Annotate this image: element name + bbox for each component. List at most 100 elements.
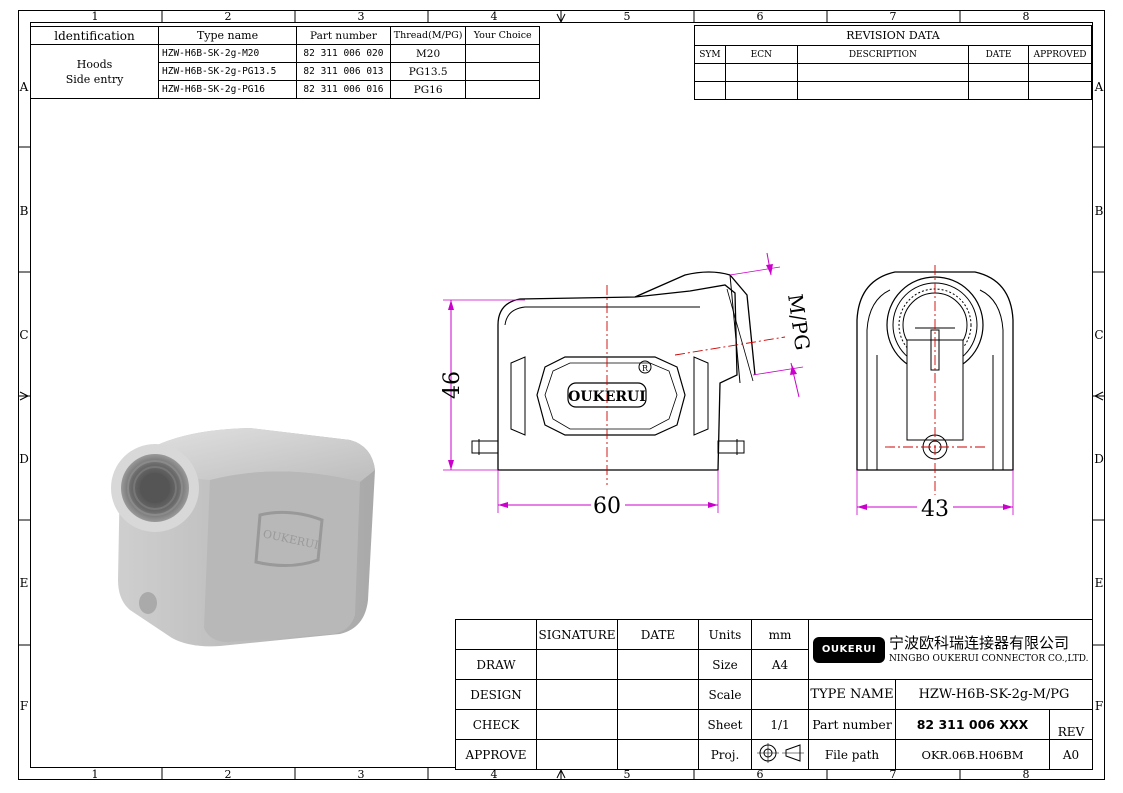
revision-cell — [694, 63, 726, 82]
type-name-value: HZW-H6B-SK-2g-M/PG — [895, 679, 1093, 710]
col-number-5-bottom: 5 — [623, 768, 631, 781]
thread-cell: PG13.5 — [389, 62, 467, 81]
row-letter-e-right: E — [1094, 576, 1104, 590]
signature-header: SIGNATURE — [536, 619, 618, 650]
col-number-3-bottom: 3 — [357, 768, 365, 781]
part-number-value: 82 311 006 XXX — [895, 709, 1050, 740]
signature-cell[interactable] — [536, 679, 618, 710]
col-number-4: 4 — [490, 10, 498, 23]
revision-header-ecn: ECN — [724, 45, 798, 64]
company-name-en: NINGBO OUKERUI CONNECTOR CO.,LTD. — [889, 653, 1089, 664]
revision-cell — [694, 81, 726, 100]
col-number-6-bottom: 6 — [756, 768, 764, 781]
thread-label: M/PG — [783, 292, 815, 351]
signature-cell[interactable] — [536, 649, 618, 680]
header-thread: Thread(M/PG) — [389, 26, 467, 45]
registered-mark: R — [642, 364, 649, 373]
col-number-8-bottom: 8 — [1022, 768, 1030, 781]
col-number-3: 3 — [357, 10, 365, 23]
col-number-4-bottom: 4 — [490, 768, 498, 781]
company-logo-text: OUKERUI — [821, 644, 877, 655]
col-number-7: 7 — [889, 10, 897, 23]
sheet-label: Sheet — [698, 709, 752, 740]
revision-cell — [796, 63, 969, 82]
role-approve: APPROVE — [455, 739, 537, 770]
dimension-width-side-label: 43 — [921, 497, 949, 522]
projection-symbol-icon — [757, 743, 804, 763]
hood-3d-render: OUKERUI — [111, 428, 375, 647]
role-check: CHECK — [455, 709, 537, 740]
type-name-cell: HZW-H6B-SK-2g-M20 — [157, 44, 298, 63]
front-view: OUKERUI R 46 60 M/PG — [440, 252, 815, 519]
scale-label: Scale — [698, 679, 752, 710]
company-logo: OUKERUI — [813, 636, 885, 663]
your-choice-cell[interactable] — [465, 62, 540, 81]
row-letter-f: F — [19, 699, 29, 713]
row-letter-f-right: F — [1094, 699, 1104, 713]
revision-cell — [967, 63, 1030, 82]
header-type-name: Type name — [157, 26, 298, 45]
col-number-1: 1 — [91, 10, 99, 23]
row-letter-b: B — [19, 204, 29, 218]
row-letter-a: A — [19, 80, 29, 94]
revision-cell — [967, 81, 1030, 100]
row-letter-b-right: B — [1094, 204, 1104, 218]
revision-cell — [796, 81, 969, 100]
date-cell[interactable] — [617, 709, 699, 740]
part-number-cell: 82 311 006 016 — [296, 80, 391, 99]
row-letter-a-right: A — [1094, 80, 1104, 94]
units-label: Units — [698, 619, 752, 650]
signature-cell[interactable] — [536, 709, 618, 740]
revision-cell — [724, 63, 798, 82]
your-choice-cell[interactable] — [465, 80, 540, 99]
file-path-label: File path — [808, 739, 896, 770]
title-block-corner — [455, 619, 537, 650]
file-path-value: OKR.06B.H06BM — [895, 739, 1050, 770]
sheet-value: 1/1 — [751, 709, 809, 740]
dimension-width-front-label: 60 — [593, 494, 621, 519]
revision-header-description: DESCRIPTION — [796, 45, 969, 64]
projection-symbol-cell — [751, 739, 809, 770]
col-number-2: 2 — [224, 10, 232, 23]
revision-header-sym: SYM — [694, 45, 726, 64]
identification-cell: Hoods Side entry — [30, 44, 159, 99]
row-letter-d: D — [19, 452, 29, 466]
revision-title: REVISION DATA — [694, 25, 1092, 46]
your-choice-cell[interactable] — [465, 44, 540, 63]
variants-table: ldentification Type name Part number Thr… — [30, 26, 540, 99]
part-number-cell: 82 311 006 020 — [296, 44, 391, 63]
date-cell[interactable] — [617, 679, 699, 710]
col-number-5: 5 — [623, 10, 631, 23]
identification-line-2: Side entry — [65, 72, 124, 86]
company-cell: OUKERUI 宁波欧科瑞连接器有限公司 NINGBO OUKERUI CONN… — [808, 619, 1093, 680]
revision-cell — [1028, 81, 1092, 100]
identification-line-1: Hoods — [76, 57, 113, 71]
col-number-7-bottom: 7 — [889, 768, 897, 781]
row-letter-c: C — [19, 328, 29, 342]
revision-header-approved: APPROVED — [1028, 45, 1092, 64]
size-label: Size — [698, 649, 752, 680]
col-number-1-bottom: 1 — [91, 768, 99, 781]
header-your-choice: Your Choice — [465, 26, 540, 45]
date-cell[interactable] — [617, 649, 699, 680]
rev-value: A0 — [1049, 739, 1093, 770]
row-letter-d-right: D — [1094, 452, 1104, 466]
revision-table: REVISION DATA SYM ECN DESCRIPTION DATE A… — [694, 25, 1092, 100]
row-letter-e: E — [19, 576, 29, 590]
side-view: 43 — [856, 265, 1014, 522]
signature-cell[interactable] — [536, 739, 618, 770]
title-block: SIGNATURE DATE Units mm OUKERUI 宁波欧科瑞连接器… — [455, 619, 1093, 770]
header-identification: ldentification — [30, 26, 159, 45]
date-cell[interactable] — [617, 739, 699, 770]
proj-label: Proj. — [698, 739, 752, 770]
role-draw: DRAW — [455, 649, 537, 680]
revision-cell — [724, 81, 798, 100]
col-number-8: 8 — [1022, 10, 1030, 23]
header-part-number: Part number — [296, 26, 391, 45]
rev-label: REV — [1049, 709, 1093, 740]
part-number-cell: 82 311 006 013 — [296, 62, 391, 81]
row-letter-c-right: C — [1094, 328, 1104, 342]
thread-cell: PG16 — [389, 80, 467, 99]
size-value: A4 — [751, 649, 809, 680]
